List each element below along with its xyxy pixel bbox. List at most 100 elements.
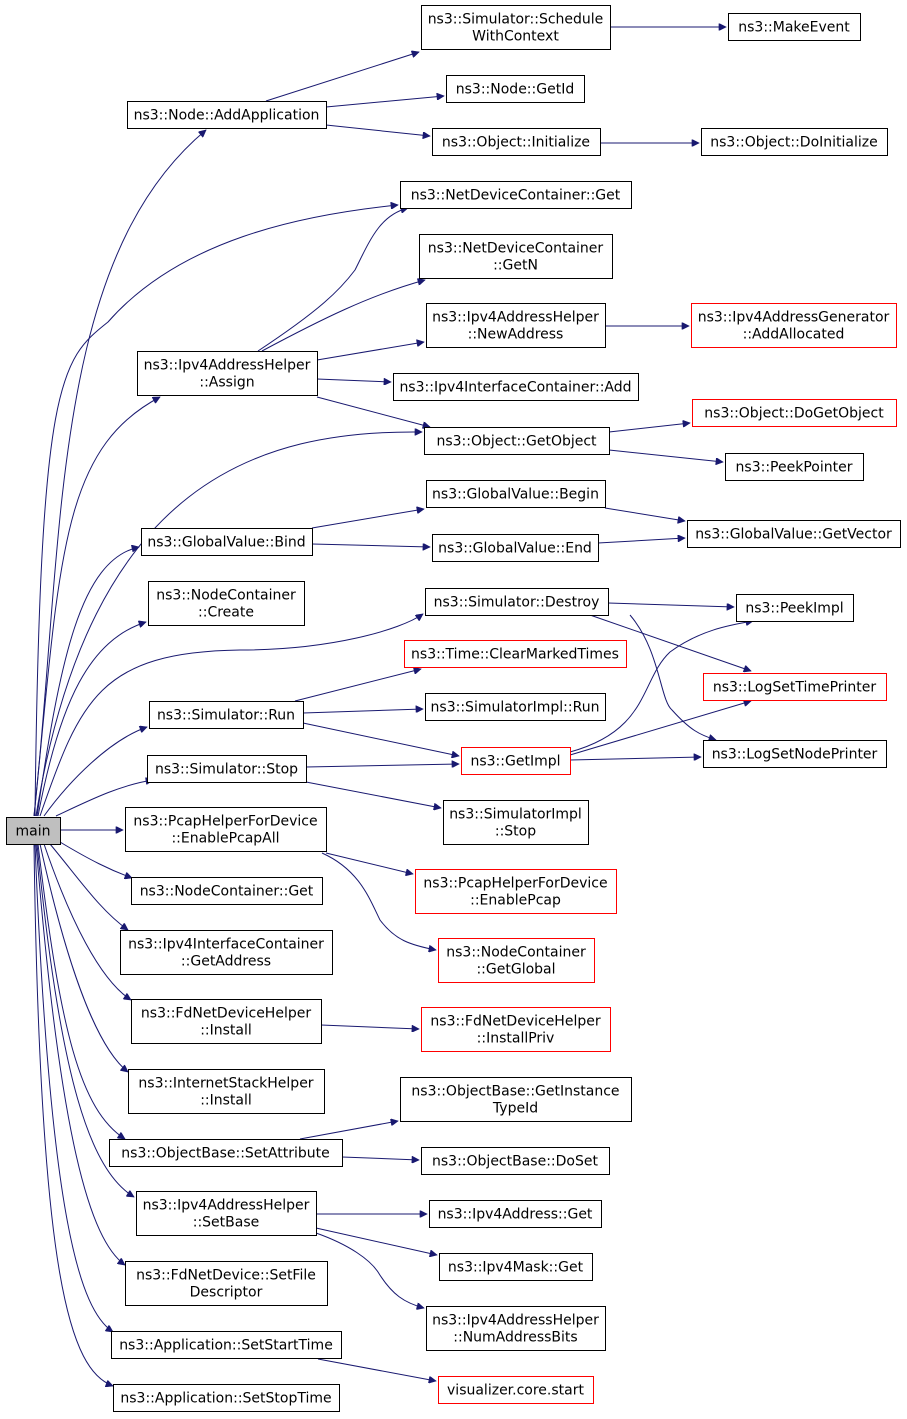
node-box xyxy=(426,1306,606,1351)
node-ipv4NumAddressBits[interactable]: ns3::Ipv4AddressHelper::NumAddressBits xyxy=(426,1306,606,1351)
node-fdInstall[interactable]: ns3::FdNetDeviceHelper::Install xyxy=(131,999,322,1044)
node-simRun[interactable]: ns3::Simulator::Run xyxy=(149,701,304,729)
node-box xyxy=(415,869,617,914)
node-box xyxy=(404,640,627,668)
node-obSetAttribute[interactable]: ns3::ObjectBase::SetAttribute xyxy=(109,1139,343,1167)
node-gvBind[interactable]: ns3::GlobalValue::Bind xyxy=(141,528,313,556)
node-clearMarkedTimes[interactable]: ns3::Time::ClearMarkedTimes xyxy=(404,640,627,668)
node-fdInstallPriv[interactable]: ns3::FdNetDeviceHelper::InstallPriv xyxy=(421,1007,611,1052)
node-box xyxy=(400,1077,632,1122)
node-simImplRun[interactable]: ns3::SimulatorImpl::Run xyxy=(425,693,606,721)
node-label: Descriptor xyxy=(190,1285,263,1301)
node-label: ns3::Simulator::Stop xyxy=(155,762,298,778)
node-box xyxy=(149,701,304,729)
node-ndcGetN[interactable]: ns3::NetDeviceContainer::GetN xyxy=(419,234,613,279)
node-peekPointer[interactable]: ns3::PeekPointer xyxy=(725,453,864,481)
node-label: ns3::FdNetDeviceHelper xyxy=(430,1014,600,1030)
node-ifcGetAddress[interactable]: ns3::Ipv4InterfaceContainer::GetAddress xyxy=(120,930,333,975)
edge-main-to-appSetStopTime xyxy=(33,843,113,1386)
node-box xyxy=(400,181,632,209)
edge-main-to-fdSetFileDescriptor xyxy=(35,843,125,1265)
node-label: ::AddAllocated xyxy=(743,327,845,343)
node-box xyxy=(446,75,585,103)
node-ipv4AddAllocated[interactable]: ns3::Ipv4AddressGenerator::AddAllocated xyxy=(691,303,897,348)
node-ipv4MaskGet[interactable]: ns3::Ipv4Mask::Get xyxy=(439,1253,593,1281)
edge-addApplication-to-nodeGetId xyxy=(325,96,444,108)
node-label: ns3::LogSetNodePrinter xyxy=(712,747,878,763)
node-box xyxy=(141,528,313,556)
node-logSetTimePrinter[interactable]: ns3::LogSetTimePrinter xyxy=(703,673,887,701)
node-appSetStartTime[interactable]: ns3::Application::SetStartTime xyxy=(111,1331,342,1359)
edge-main-to-simStop xyxy=(55,780,153,817)
node-label: ns3::Ipv4AddressHelper xyxy=(143,1198,310,1214)
node-peekImpl[interactable]: ns3::PeekImpl xyxy=(736,594,854,622)
node-makeEvent[interactable]: ns3::MakeEvent xyxy=(728,13,861,41)
node-ipv4NewAddress[interactable]: ns3::Ipv4AddressHelper::NewAddress xyxy=(426,303,606,348)
node-objectGetObject[interactable]: ns3::Object::GetObject xyxy=(424,427,610,455)
node-ipv4AddrGet[interactable]: ns3::Ipv4Address::Get xyxy=(429,1200,602,1228)
node-addApplication[interactable]: ns3::Node::AddApplication xyxy=(127,101,327,129)
node-logSetNodePrinter[interactable]: ns3::LogSetNodePrinter xyxy=(703,740,887,768)
node-label: ::Stop xyxy=(495,824,536,840)
node-obDoSet[interactable]: ns3::ObjectBase::DoSet xyxy=(421,1147,610,1175)
node-pcapEnableAll[interactable]: ns3::PcapHelperForDevice::EnablePcapAll xyxy=(125,807,327,852)
node-label: ::GetN xyxy=(493,258,538,274)
node-ipv4Assign[interactable]: ns3::Ipv4AddressHelper::Assign xyxy=(137,351,318,396)
edge-obSetAttribute-to-obGetInstanceTypeId xyxy=(299,1121,398,1140)
edge-main-to-ifcGetAddress xyxy=(49,843,128,930)
node-label: ns3::GlobalValue::GetVector xyxy=(695,527,892,543)
node-gvEnd[interactable]: ns3::GlobalValue::End xyxy=(432,534,599,562)
node-label: ns3::ObjectBase::SetAttribute xyxy=(121,1146,329,1162)
nodes-layer: mainns3::Node::AddApplicationns3::Simula… xyxy=(6,5,901,1412)
node-simImplStop[interactable]: ns3::SimulatorImpl::Stop xyxy=(443,800,589,845)
node-ndcGet[interactable]: ns3::NetDeviceContainer::Get xyxy=(400,181,632,209)
node-simDestroy[interactable]: ns3::Simulator::Destroy xyxy=(425,588,609,616)
node-getImpl[interactable]: ns3::GetImpl xyxy=(461,747,571,775)
node-objectDoGetObject[interactable]: ns3::Object::DoGetObject xyxy=(692,399,897,427)
edge-simDestroy-to-logSetTimePrinter xyxy=(589,614,751,671)
node-box xyxy=(393,373,639,401)
node-ncGet[interactable]: ns3::NodeContainer::Get xyxy=(131,877,323,905)
edge-main-to-ncCreate xyxy=(37,622,146,817)
node-label: ::Install xyxy=(200,1093,252,1109)
node-ncCreate[interactable]: ns3::NodeContainer::Create xyxy=(148,581,305,626)
node-label: ::EnablePcapAll xyxy=(171,831,279,847)
node-label: ns3::Object::Initialize xyxy=(442,135,590,151)
edge-getImpl-to-logSetTimePrinter xyxy=(569,701,751,756)
node-appSetStopTime[interactable]: ns3::Application::SetStopTime xyxy=(113,1384,340,1412)
node-ipv4IfcAdd[interactable]: ns3::Ipv4InterfaceContainer::Add xyxy=(393,373,639,401)
node-box xyxy=(421,1147,610,1175)
edge-ipv4Assign-to-ipv4IfcAdd xyxy=(316,379,391,382)
node-ipv4SetBase[interactable]: ns3::Ipv4AddressHelper::SetBase xyxy=(136,1191,317,1236)
node-simStop[interactable]: ns3::Simulator::Stop xyxy=(147,755,307,783)
node-label: ns3::Object::GetObject xyxy=(436,434,597,450)
node-pcapEnable[interactable]: ns3::PcapHelperForDevice::EnablePcap xyxy=(415,869,617,914)
node-nodeGetId[interactable]: ns3::Node::GetId xyxy=(446,75,585,103)
node-label: ns3::PeekPointer xyxy=(736,460,853,476)
node-gvGetVector[interactable]: ns3::GlobalValue::GetVector xyxy=(687,520,901,548)
node-gvBegin[interactable]: ns3::GlobalValue::Begin xyxy=(426,480,606,508)
node-box xyxy=(128,1069,325,1114)
node-visualizerStart[interactable]: visualizer.core.start xyxy=(438,1376,594,1404)
node-label: ns3::FdNetDevice::SetFile xyxy=(136,1268,316,1284)
node-label: ns3::Ipv4InterfaceContainer::Add xyxy=(399,380,631,396)
edge-main-to-gvBind xyxy=(36,547,139,817)
edge-ipv4Assign-to-objectGetObject xyxy=(316,396,430,427)
node-box xyxy=(703,673,887,701)
edge-ipv4SetBase-to-ipv4MaskGet xyxy=(315,1227,437,1255)
edge-pcapEnableAll-to-pcapEnable xyxy=(325,852,413,874)
node-box xyxy=(111,1331,342,1359)
node-ncGetGlobal[interactable]: ns3::NodeContainer::GetGlobal xyxy=(438,938,595,983)
node-box xyxy=(113,1384,340,1412)
node-label: ::SetBase xyxy=(193,1215,260,1231)
node-label: ns3::Time::ClearMarkedTimes xyxy=(411,647,619,663)
node-objectInitialize[interactable]: ns3::Object::Initialize xyxy=(432,128,601,156)
node-ishInstall[interactable]: ns3::InternetStackHelper::Install xyxy=(128,1069,325,1114)
node-label: ::InstallPriv xyxy=(477,1031,555,1047)
node-box xyxy=(137,351,318,396)
node-box xyxy=(438,938,595,983)
node-objectDoInitialize[interactable]: ns3::Object::DoInitialize xyxy=(701,128,888,156)
